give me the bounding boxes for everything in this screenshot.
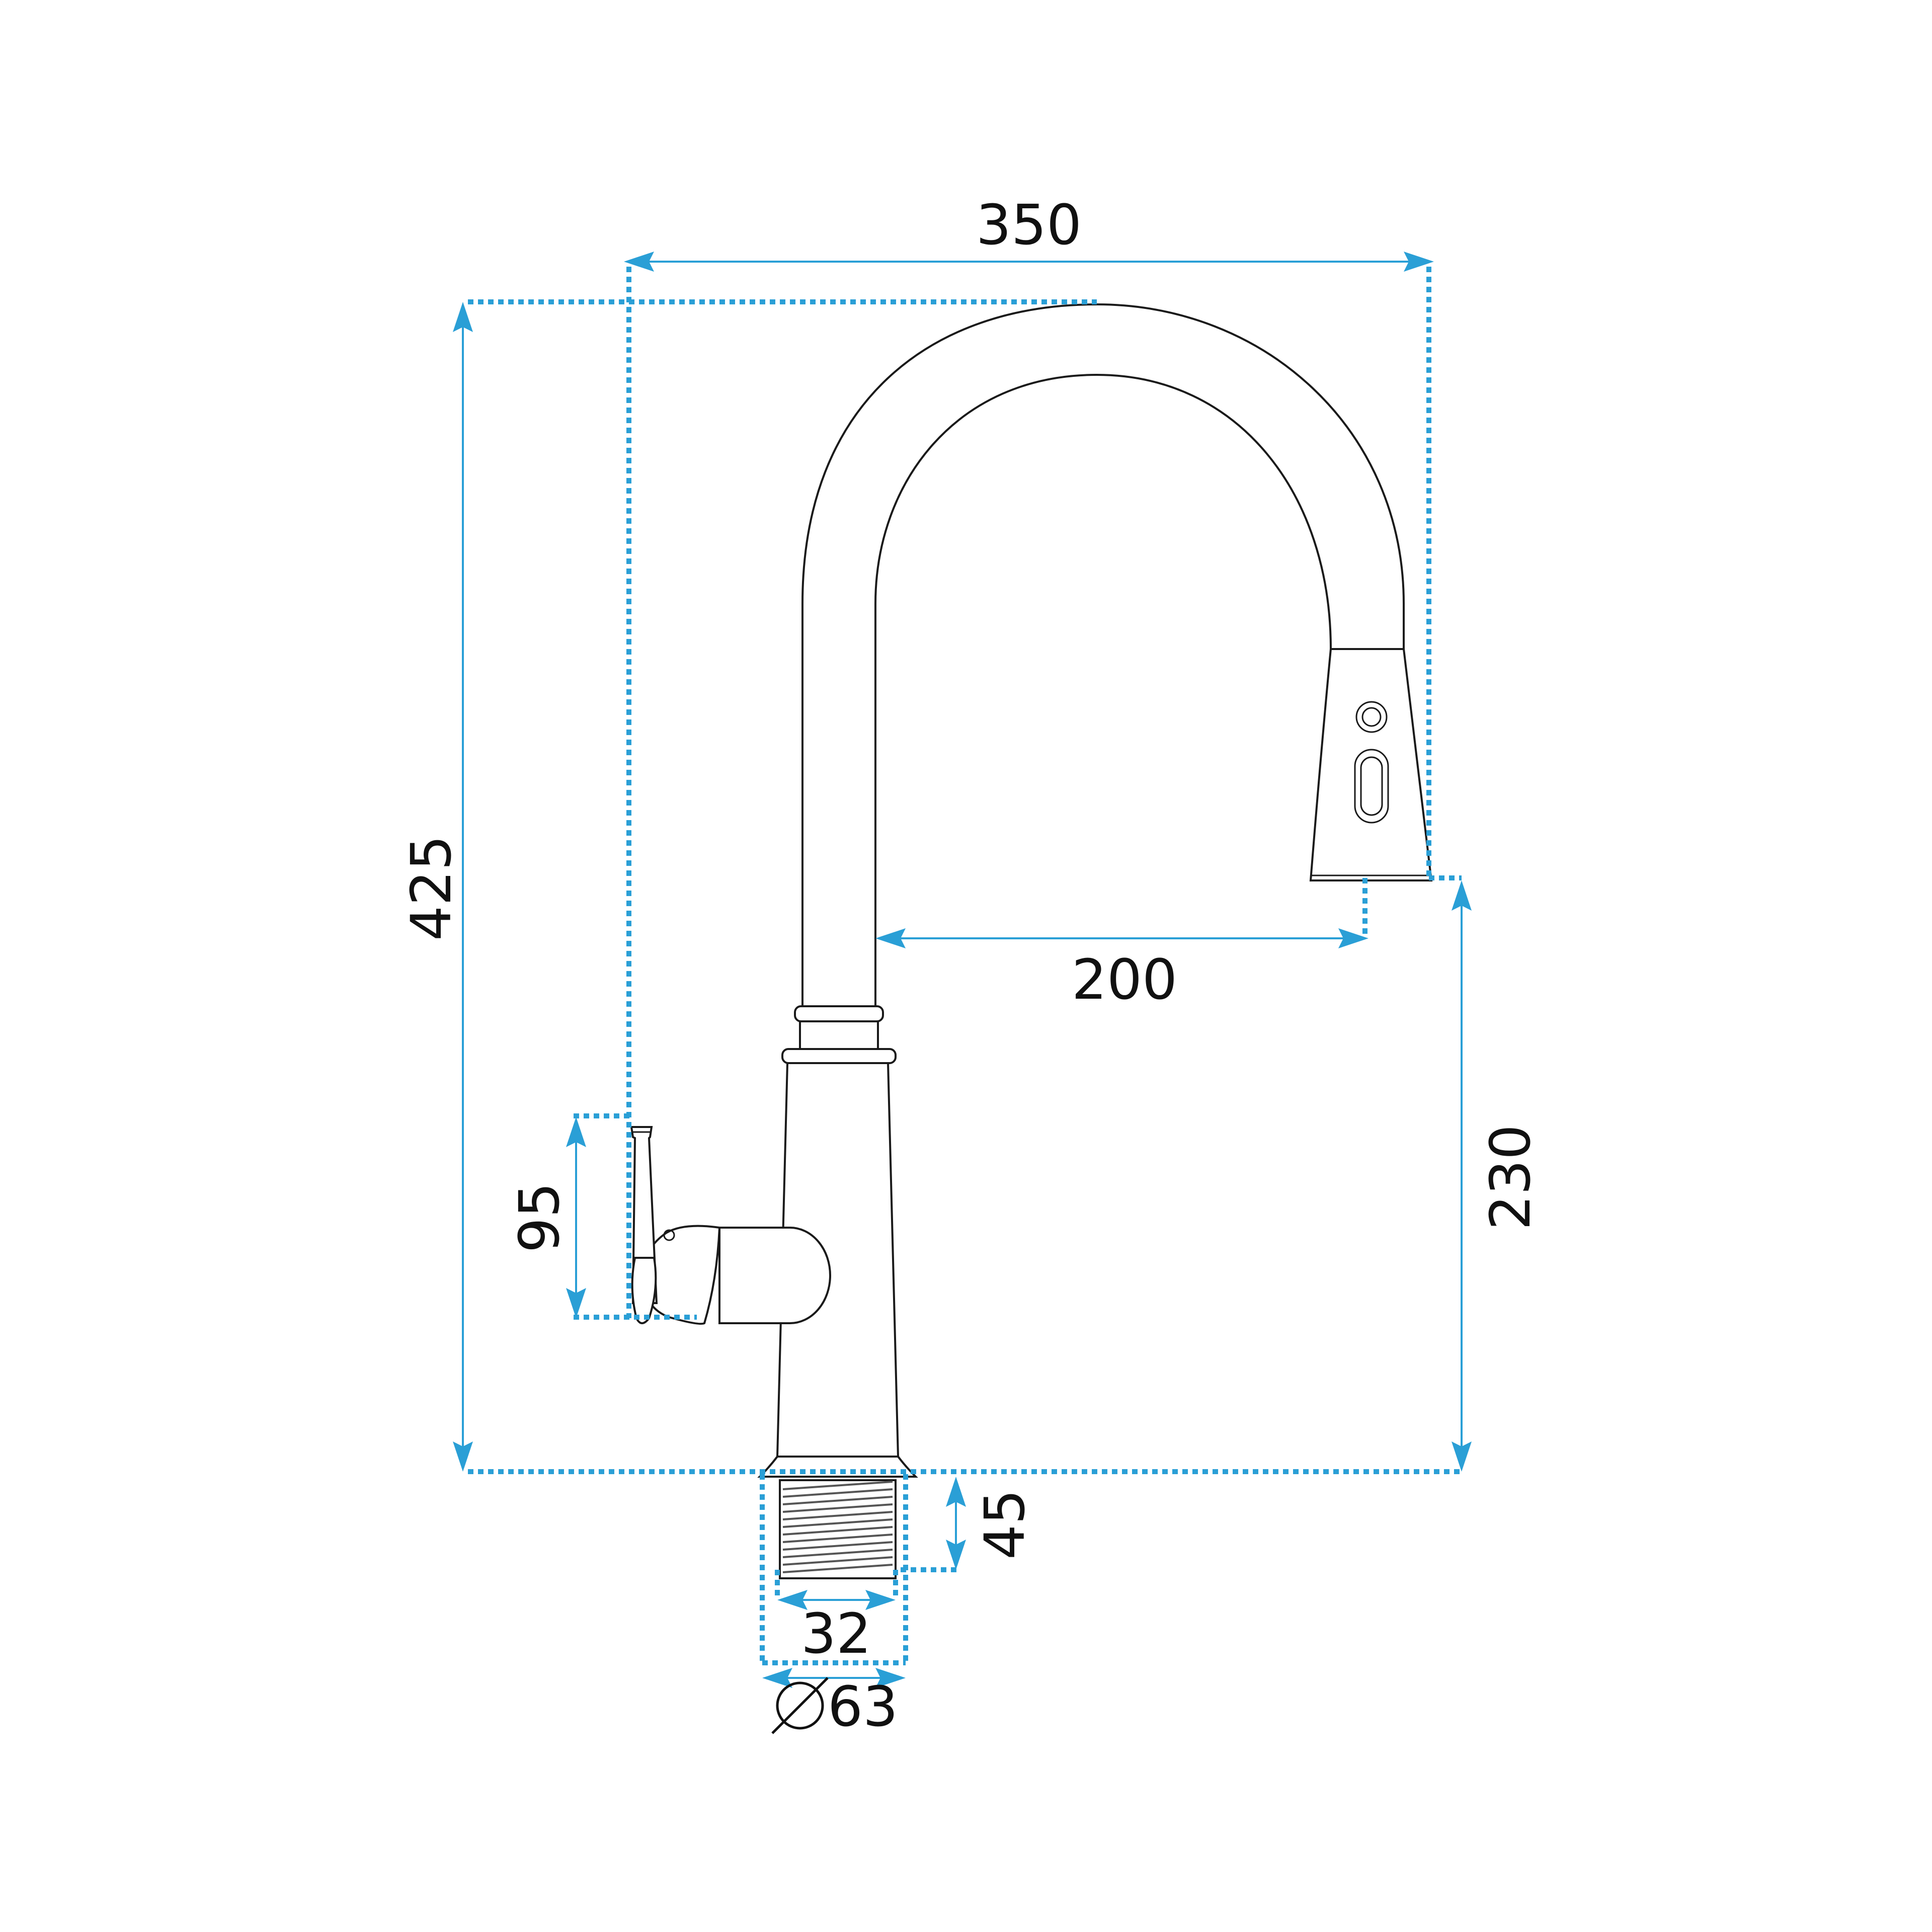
handle-knob [663, 1229, 675, 1241]
shank-threads [782, 1481, 893, 1573]
dimension-reach [875, 928, 1369, 948]
spray-button-oval [1354, 749, 1389, 824]
diameter-icon [771, 1677, 829, 1734]
collar-neck [799, 1020, 879, 1050]
spray-button-round-inner [1361, 707, 1382, 727]
collar-ring-lower [781, 1048, 897, 1064]
collar-ring-upper [794, 1005, 884, 1022]
dimension-spout-height [1452, 880, 1472, 1472]
dimension-base-diameter [762, 1668, 906, 1688]
label-overall-height: 425 [399, 835, 463, 941]
label-thread-diameter: 32 [801, 1601, 871, 1666]
dimension-thread-diameter [777, 1590, 896, 1610]
dimension-thread-length [946, 1477, 966, 1570]
label-reach: 200 [1072, 947, 1177, 1012]
label-base-diameter: 63 [828, 1674, 898, 1739]
base-flange [757, 1456, 918, 1478]
label-overall-width: 350 [976, 193, 1082, 257]
dimension-height [453, 302, 473, 1472]
lever-base [631, 1257, 657, 1324]
faucet-spout [801, 303, 1405, 1007]
dimension-width [624, 252, 1434, 272]
label-lever-height: 95 [507, 1182, 572, 1253]
spray-head [1309, 648, 1433, 881]
spray-button-oval-inner [1360, 756, 1383, 816]
handle-hub [718, 1227, 831, 1324]
faucet-outline [630, 303, 1433, 1579]
dimension-lever [566, 1117, 586, 1318]
spray-button-round [1355, 701, 1388, 733]
label-spout-height: 230 [1478, 1124, 1543, 1230]
extension-lines [468, 267, 1464, 1665]
label-thread-length: 45 [973, 1489, 1037, 1560]
